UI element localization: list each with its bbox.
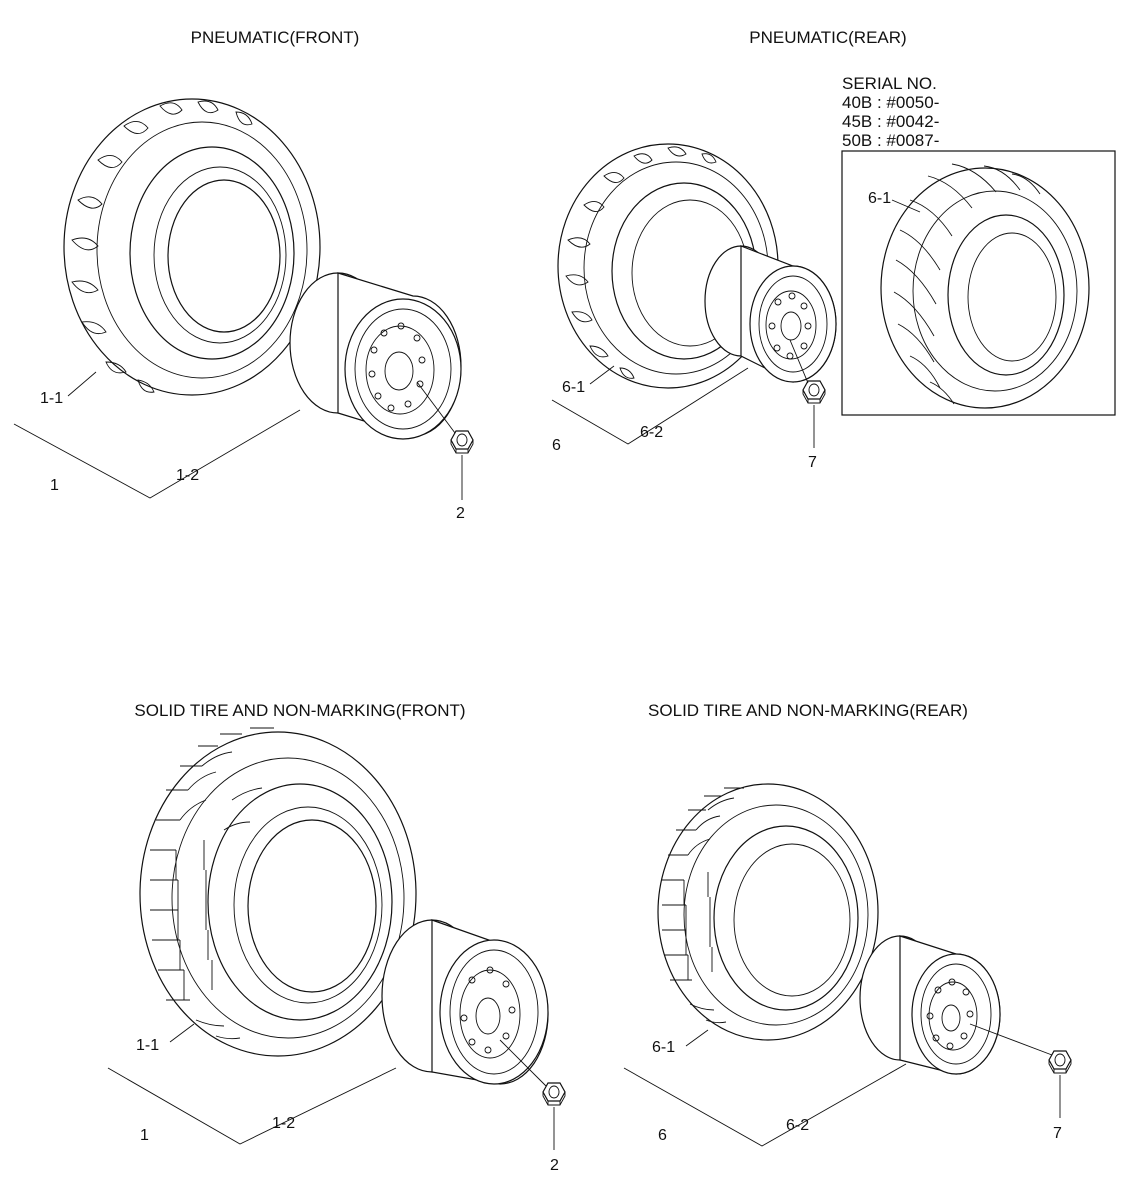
label-rim: 6-2 [786,1117,809,1134]
hex-nut [542,1082,566,1106]
serial-line-50b: 50B : #0087- [842,131,939,150]
hex-nut [1048,1050,1072,1074]
label-nut: 7 [808,454,817,471]
bolt-holes [460,966,516,1054]
label-rim: 6-2 [640,424,663,441]
label-rim: 1-2 [272,1115,295,1132]
rim-pneumatic-front [289,272,462,440]
rim-solid-rear [859,935,1001,1075]
hex-nut [802,380,826,404]
leader-lines [551,339,815,448]
leader-lines [107,1023,555,1150]
leader-lines [13,371,463,500]
tire-solid-front [139,727,417,1057]
label-tire: 1-1 [40,390,63,407]
section-solid-front: SOLID TIRE AND NON-MARKING(FRONT) [107,701,566,1174]
bolt-holes [926,978,974,1050]
label-nut: 2 [550,1157,559,1174]
hex-nut [450,430,474,454]
serial-number-block: SERIAL NO. 40B : #0050- 45B : #0042- 50B… [842,74,939,150]
section-solid-rear: SOLID TIRE AND NON-MARKING(REAR) [623,701,1072,1147]
rim-pneumatic-rear [704,245,837,383]
label-assembly: 1 [140,1127,149,1144]
rim-solid-front [381,919,549,1085]
label-assembly: 1 [50,477,59,494]
serial-heading: SERIAL NO. [842,74,937,93]
inset-alternate-tire: 6-1 [841,150,1116,416]
label-tire: 1-1 [136,1037,159,1054]
section-title: SOLID TIRE AND NON-MARKING(FRONT) [134,701,465,720]
section-title: PNEUMATIC(FRONT) [191,28,360,47]
label-nut: 7 [1053,1125,1062,1142]
inset-label-tire: 6-1 [868,190,891,207]
section-pneumatic-front: PNEUMATIC(FRONT) [13,28,474,522]
label-tire: 6-1 [562,379,585,396]
label-rim: 1-2 [176,467,199,484]
tire-solid-rear [657,783,879,1041]
leader-lines [623,1023,1061,1147]
section-title: SOLID TIRE AND NON-MARKING(REAR) [648,701,968,720]
bolt-holes [368,322,426,412]
label-assembly: 6 [658,1127,667,1144]
section-title: PNEUMATIC(REAR) [749,28,906,47]
tire-pneumatic-front [63,98,321,396]
label-tire: 6-1 [652,1039,675,1056]
inset-frame [841,150,1116,416]
label-nut: 2 [456,505,465,522]
serial-line-40b: 40B : #0050- [842,93,939,112]
bolt-holes [768,292,812,360]
section-pneumatic-rear: PNEUMATIC(REAR) [551,28,1116,471]
serial-line-45b: 45B : #0042- [842,112,939,131]
label-assembly: 6 [552,437,561,454]
